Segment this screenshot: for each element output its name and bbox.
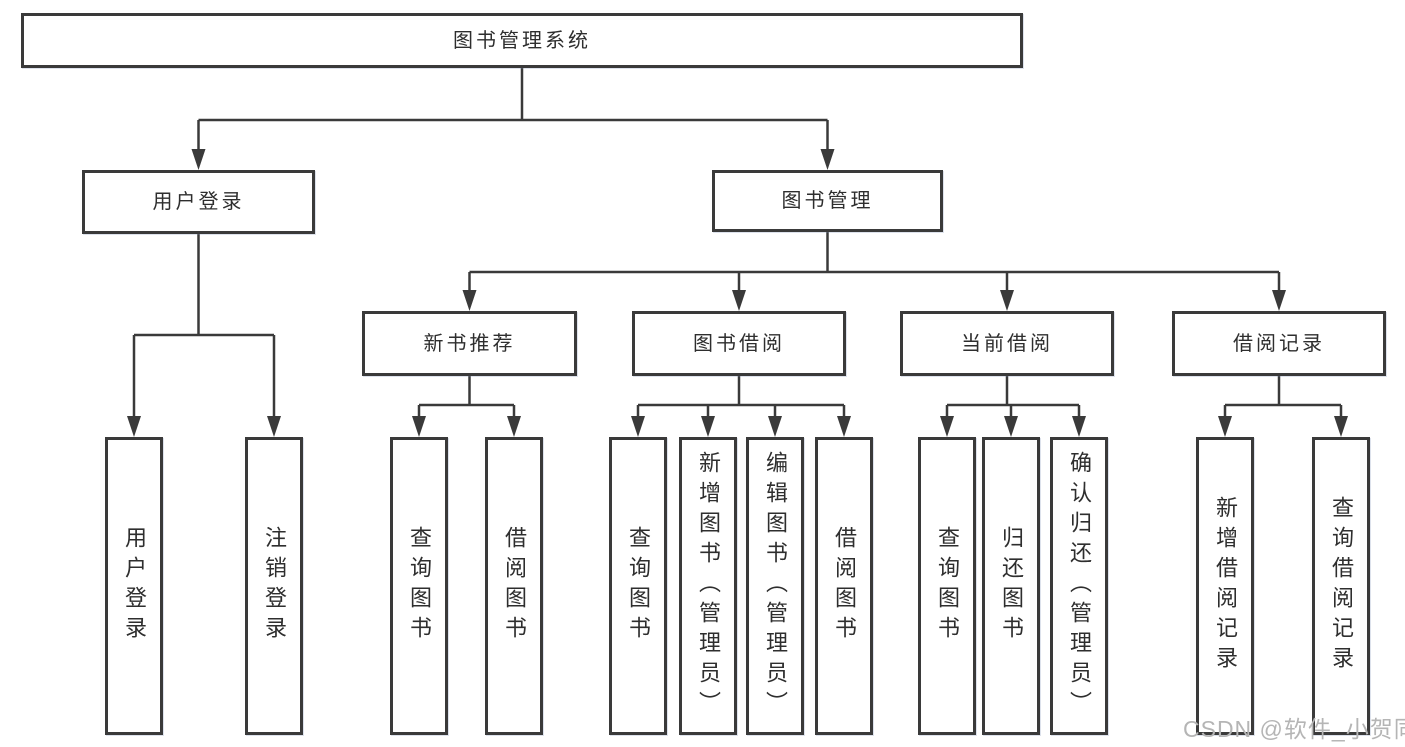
node-label: 新增图书（管理员） bbox=[696, 451, 721, 721]
node-v-query-book-1: 查询图书 bbox=[390, 437, 448, 735]
node-label: 查询图书 bbox=[407, 526, 432, 646]
arrowhead-icon bbox=[837, 416, 851, 437]
node-label: 归还图书 bbox=[999, 526, 1024, 646]
node-label: 借阅记录 bbox=[1233, 332, 1325, 355]
node-v-query-record: 查询借阅记录 bbox=[1312, 437, 1370, 735]
arrowhead-icon bbox=[940, 416, 954, 437]
node-label: 新书推荐 bbox=[423, 332, 516, 355]
node-label: 确认归还（管理员） bbox=[1067, 451, 1092, 721]
arrowhead-icon bbox=[1072, 416, 1086, 437]
node-user-login: 用户登录 bbox=[82, 170, 315, 234]
node-label: 图书管理 bbox=[781, 190, 874, 212]
arrowhead-icon bbox=[820, 149, 835, 170]
node-current-borrow: 当前借阅 bbox=[900, 311, 1114, 376]
arrowhead-icon bbox=[631, 416, 645, 437]
arrowhead-icon bbox=[127, 416, 141, 437]
arrowhead-icon bbox=[701, 416, 715, 437]
node-borrow-records: 借阅记录 bbox=[1172, 311, 1386, 376]
arrowhead-icon bbox=[1000, 290, 1014, 311]
node-v-user-login: 用户登录 bbox=[105, 437, 163, 735]
node-v-add-book: 新增图书（管理员） bbox=[679, 437, 737, 735]
node-v-query-book-2: 查询图书 bbox=[609, 437, 667, 735]
node-label: 注销登录 bbox=[262, 526, 287, 646]
node-label: 借阅图书 bbox=[502, 526, 527, 646]
node-root: 图书管理系统 bbox=[21, 13, 1023, 68]
node-v-query-book-3: 查询图书 bbox=[918, 437, 976, 735]
node-label: 编辑图书（管理员） bbox=[763, 451, 788, 721]
node-label: 查询图书 bbox=[935, 526, 960, 646]
node-v-confirm-return: 确认归还（管理员） bbox=[1050, 437, 1108, 735]
node-label: 图书借阅 bbox=[693, 332, 785, 355]
node-label: 用户登录 bbox=[152, 191, 245, 213]
arrowhead-icon bbox=[1334, 416, 1348, 437]
arrowhead-icon bbox=[1272, 290, 1286, 311]
node-label: 用户登录 bbox=[122, 526, 147, 646]
node-label: 当前借阅 bbox=[961, 332, 1053, 355]
node-v-edit-book: 编辑图书（管理员） bbox=[746, 437, 804, 735]
node-v-return-book: 归还图书 bbox=[982, 437, 1040, 735]
arrowhead-icon bbox=[191, 149, 206, 170]
node-label: 查询图书 bbox=[626, 526, 651, 646]
node-v-borrow-book-1: 借阅图书 bbox=[485, 437, 543, 735]
arrowhead-icon bbox=[462, 290, 477, 311]
node-label: 图书管理系统 bbox=[453, 29, 591, 52]
arrowhead-icon bbox=[507, 416, 521, 437]
arrowhead-icon bbox=[1218, 416, 1232, 437]
arrowhead-icon bbox=[732, 290, 746, 311]
node-book-mgmt: 图书管理 bbox=[712, 170, 943, 232]
node-label: 查询借阅记录 bbox=[1329, 496, 1354, 676]
node-label: 借阅图书 bbox=[832, 526, 857, 646]
node-v-add-record: 新增借阅记录 bbox=[1196, 437, 1254, 735]
arrowhead-icon bbox=[412, 416, 426, 437]
node-v-logout: 注销登录 bbox=[245, 437, 303, 735]
arrowhead-icon bbox=[267, 416, 281, 437]
watermark: CSDN @软件_小贺同学 bbox=[1183, 716, 1405, 742]
node-new-book-rec: 新书推荐 bbox=[362, 311, 577, 376]
node-book-borrow: 图书借阅 bbox=[632, 311, 846, 376]
arrowhead-icon bbox=[1004, 416, 1018, 437]
node-label: 新增借阅记录 bbox=[1213, 496, 1238, 676]
arrowhead-icon bbox=[768, 416, 782, 437]
node-v-borrow-book-2: 借阅图书 bbox=[815, 437, 873, 735]
